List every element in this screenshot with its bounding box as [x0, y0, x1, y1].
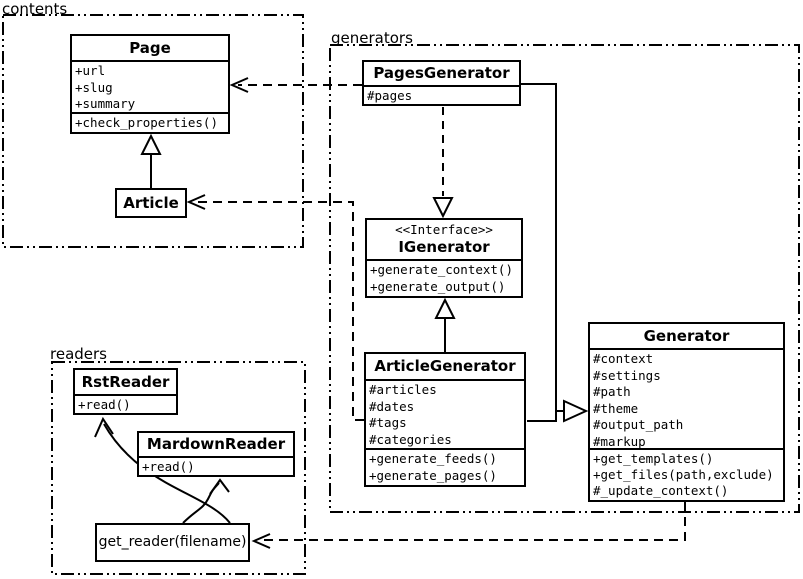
attribute: #pages: [367, 88, 413, 103]
methods-compartment: +check_properties(): [72, 112, 228, 132]
package-label-contents: contents: [2, 0, 68, 18]
methods-compartment: +get_templates() +get_files(path,exclude…: [590, 448, 783, 500]
method: +generate_output(): [370, 278, 506, 294]
method: +generate_feeds(): [369, 451, 497, 466]
open-arrowhead: [94, 416, 114, 438]
class-title: Page: [129, 39, 171, 57]
methods-compartment: +generate_feeds() +generate_pages(): [366, 448, 524, 485]
method: +get_files(path,exclude): [593, 467, 774, 482]
attribute: #articles: [369, 382, 437, 397]
hollow-triangle-arrowhead: [432, 197, 454, 219]
attribute: #tags: [369, 415, 407, 430]
attribute: #settings: [593, 367, 661, 383]
dependency-arrow-generator-to-getreader: [251, 502, 686, 549]
class-title: ArticleGenerator: [374, 357, 516, 375]
class-title: RstReader: [81, 373, 170, 391]
dependency-arrow-articlegenerator-to-article: [186, 194, 364, 421]
box-get-reader: get_reader(filename): [95, 523, 250, 562]
attributes-compartment: #articles #dates #tags #categories: [366, 379, 524, 448]
method: +read(): [142, 459, 195, 474]
attribute: +slug: [75, 79, 113, 95]
method: #_update_context(): [593, 483, 729, 498]
title-compartment: <<Interface>> IGenerator: [367, 220, 521, 259]
package-border-readers: [51, 361, 306, 575]
hollow-triangle-arrowhead: [140, 133, 162, 155]
package-label-readers: readers: [50, 345, 107, 363]
generalization-line-pagesgenerator: [521, 83, 564, 412]
method: +get_templates(): [593, 451, 714, 466]
realization-arrow-pagesgenerator-to-igenerator: [432, 107, 454, 219]
attribute: #context: [593, 351, 654, 366]
curved-line: [103, 423, 231, 524]
class-box-articlegenerator: ArticleGenerator #articles #dates #tags …: [364, 352, 526, 487]
attribute: #categories: [369, 431, 452, 447]
attributes-compartment: +url +slug +summary: [72, 60, 228, 112]
generalization-line-articlegenerator: [527, 411, 557, 422]
generalization-arrow-article-to-page: [140, 133, 162, 188]
open-arrowhead: [209, 478, 230, 495]
open-arrowhead: [251, 533, 271, 549]
arrow-getreader-to-rstreader: [94, 416, 231, 524]
class-box-igenerator: <<Interface>> IGenerator +generate_conte…: [365, 218, 523, 298]
class-box-pagesgenerator: PagesGenerator #pages: [362, 60, 521, 106]
hollow-triangle-arrowhead: [563, 399, 589, 423]
package-border-contents: [2, 14, 304, 248]
open-arrowhead: [186, 194, 206, 210]
generalization-arrow-articlegenerator-to-igenerator: [434, 297, 456, 352]
class-title: Article: [123, 194, 179, 212]
method: +read(): [78, 397, 131, 412]
dependency-arrow-pagesgenerator-to-page: [229, 77, 362, 93]
attribute: +url: [75, 63, 106, 78]
methods-compartment: +read(): [139, 456, 293, 475]
method: +check_properties(): [75, 115, 218, 130]
attribute: +summary: [75, 96, 136, 111]
class-box-page: Page +url +slug +summary +check_properti…: [70, 34, 230, 134]
arrow-getreader-to-mardownreader: [182, 478, 230, 524]
methods-compartment: +generate_context() +generate_output(): [367, 259, 521, 296]
class-title: IGenerator: [398, 238, 490, 256]
class-title: Generator: [643, 327, 730, 345]
attributes-compartment: #pages: [364, 85, 519, 104]
method: +generate_context(): [370, 262, 513, 277]
attribute: #markup: [593, 433, 646, 449]
class-box-rstreader: RstReader +read(): [73, 368, 178, 415]
hollow-triangle-arrowhead: [434, 297, 456, 319]
stereotype-label: <<Interface>>: [395, 222, 493, 237]
attribute: #dates: [369, 398, 415, 414]
open-arrowhead: [229, 77, 249, 93]
package-label-generators: generators: [331, 29, 413, 47]
attributes-compartment: #context #settings #path #theme #output_…: [590, 348, 783, 448]
class-title: PagesGenerator: [373, 64, 510, 82]
class-box-mardownreader: MardownReader +read(): [137, 431, 295, 477]
package-border-generators: [329, 44, 800, 513]
dependency-line: [258, 502, 686, 541]
dependency-line: [197, 201, 364, 421]
class-box-generator: Generator #context #settings #path #them…: [588, 322, 785, 502]
class-box-article: Article: [115, 188, 187, 218]
method: +generate_pages(): [369, 467, 497, 483]
class-title: MardownReader: [146, 435, 286, 453]
attribute: #theme: [593, 400, 639, 416]
get-reader-label: get_reader(filename): [98, 534, 247, 550]
attribute: #path: [593, 384, 631, 399]
attribute: #output_path: [593, 417, 684, 432]
methods-compartment: +read(): [75, 394, 176, 413]
generalization-arrow-to-generator: [521, 83, 589, 423]
